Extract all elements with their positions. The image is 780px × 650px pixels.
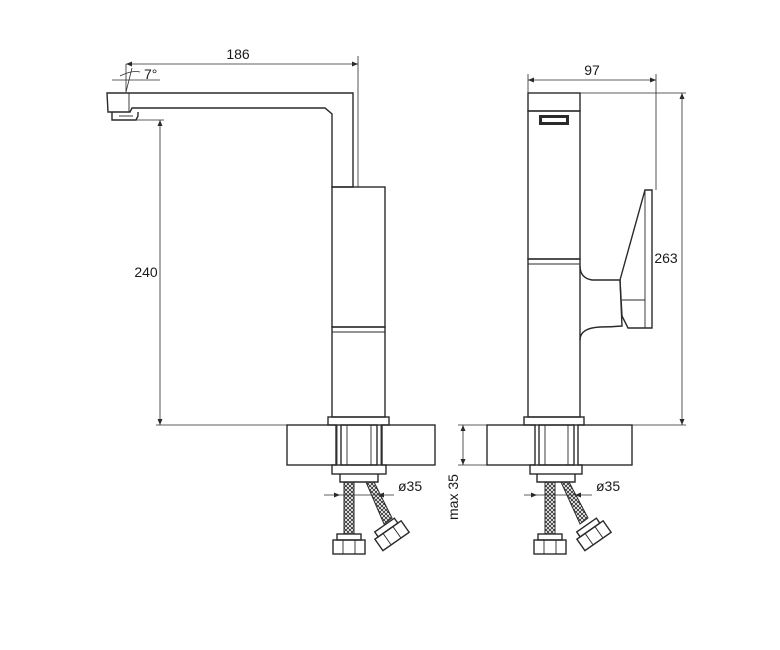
side-spout <box>106 92 354 188</box>
dim-front-total-height: 263 <box>654 250 678 266</box>
front-mount-nut <box>529 464 583 475</box>
front-handle <box>579 265 623 341</box>
dim-front-hole-diameter: ø35 <box>596 478 620 494</box>
dim-spout-height: 240 <box>134 264 158 280</box>
side-hoses <box>332 481 411 555</box>
side-body-upper <box>331 186 386 328</box>
dim-front-width: 97 <box>584 62 600 78</box>
front-body-lower <box>527 258 581 418</box>
side-base-ring <box>327 416 390 426</box>
front-hoses <box>533 481 613 555</box>
front-spout-head <box>527 92 581 112</box>
dim-spout-reach: 186 <box>226 46 250 62</box>
side-view: 186 7° 240 ø35 <box>106 46 436 555</box>
front-base-ring <box>523 416 585 426</box>
front-view: 97 263 max 35 ø35 <box>445 62 686 555</box>
side-mount-nut <box>331 464 387 475</box>
dim-side-hole-diameter: ø35 <box>398 478 422 494</box>
dim-max-thickness: max 35 <box>445 474 461 520</box>
dim-spout-angle: 7° <box>144 66 157 82</box>
front-countertop <box>486 424 633 466</box>
front-body-upper <box>527 110 581 260</box>
side-body-lower <box>331 326 386 418</box>
side-countertop <box>286 424 436 466</box>
